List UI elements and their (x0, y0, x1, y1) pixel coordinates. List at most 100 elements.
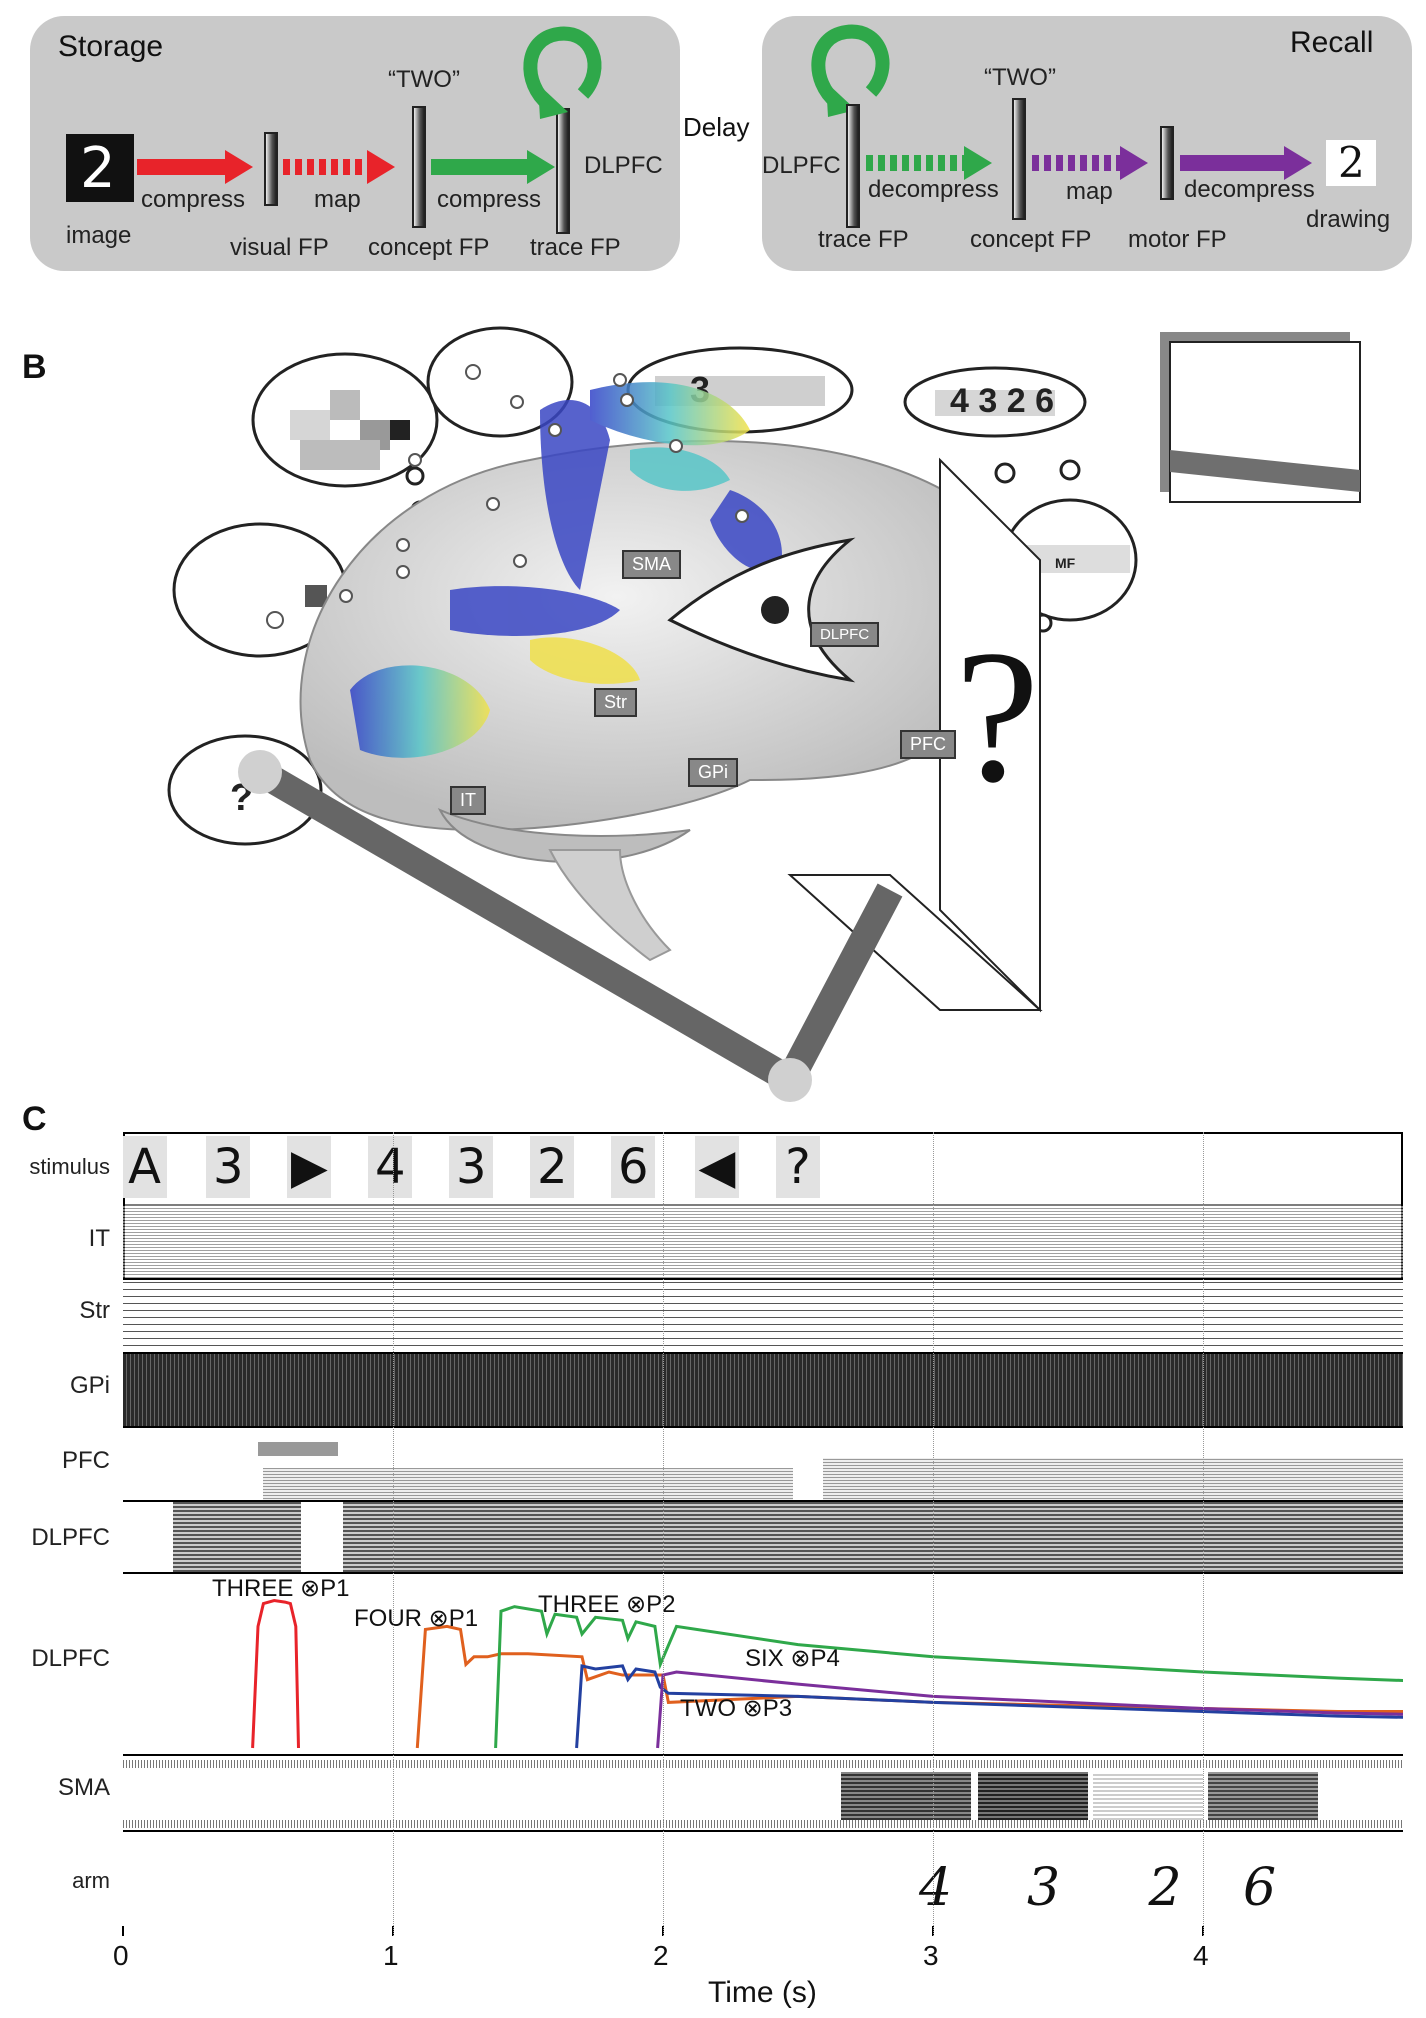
visual-fp-label: visual FP (230, 234, 329, 261)
x-tick-label: 4 (1193, 1940, 1209, 1971)
raster-str (123, 1278, 1403, 1352)
row-label-dlpfc-trace: DLPFC (31, 1645, 110, 1672)
map-arrow-recall (1032, 146, 1148, 180)
trace-fp-bar-recall (846, 104, 860, 228)
trace-line (415, 1624, 1403, 1749)
eye-icon (667, 537, 856, 683)
map-label: map (314, 186, 361, 213)
stimulus-item: 3 (449, 1136, 494, 1198)
input-image: 2 (66, 134, 134, 202)
decompress-arrow-1 (866, 146, 992, 180)
arm-row (123, 1830, 1403, 1936)
stimulus-item: A (122, 1136, 167, 1198)
motor-fp-bar (1160, 126, 1174, 200)
ann-three-p2: THREE ⊗P2 (538, 1591, 676, 1618)
x-gridline (933, 1132, 934, 1936)
stimulus-item: ? (776, 1136, 820, 1198)
x-gridline (1203, 1132, 1204, 1936)
region-label-pfc: PFC (900, 730, 956, 759)
delay-label: Delay (683, 112, 750, 142)
compress-label-2: compress (437, 186, 542, 213)
panel-c-letter: C (22, 1100, 47, 1138)
raster-sma (123, 1754, 1403, 1830)
brainstem (548, 849, 672, 962)
drawing-label: drawing (1306, 206, 1391, 233)
ann-six-p4: SIX ⊗P4 (745, 1645, 840, 1672)
x-axis-label: Time (s) (708, 1976, 817, 2009)
x-tick-label: 2 (653, 1940, 669, 1971)
raster-it (123, 1204, 1403, 1278)
x-tick-label: 1 (383, 1940, 399, 1971)
x-tick-label: 0 (113, 1940, 129, 1971)
x-gridline (393, 1132, 394, 1936)
region-label-dlpfc: DLPFC (810, 622, 880, 647)
trace-line (494, 1605, 1403, 1749)
row-label-stimulus: stimulus (29, 1154, 110, 1179)
row-label-str: Str (79, 1297, 110, 1324)
raster-pfc (123, 1426, 1403, 1500)
trace-line (575, 1664, 1403, 1749)
brain-illustration: 3 4 3 2 6 MF ? ? (167, 326, 1361, 1102)
dlpfc-trace-svg (251, 1599, 1403, 1749)
concept-fp-label-recall: concept FP (970, 226, 1092, 253)
raster-gpi (123, 1352, 1403, 1426)
cerebellum (437, 808, 691, 863)
input-digit: 2 (80, 136, 116, 201)
compress-label-1: compress (141, 186, 246, 213)
drawing-digit: 2 (1338, 138, 1365, 187)
panel-b-letter: B (22, 348, 47, 386)
dlpfc-label-recall: DLPFC (762, 152, 841, 179)
recall-title: Recall (1290, 26, 1374, 59)
map-label-recall: map (1066, 178, 1113, 205)
region-label-sma: SMA (622, 550, 682, 579)
row-label-gpi: GPi (69, 1372, 110, 1399)
ann-two-p3: TWO ⊗P3 (680, 1695, 793, 1722)
raster-dlpfc (123, 1500, 1403, 1572)
trace-fp-bar (556, 108, 570, 234)
region-label-it: IT (450, 786, 486, 815)
region-label-str: Str (594, 688, 638, 717)
decompress-label-1: decompress (868, 176, 999, 203)
row-label-sma: SMA (57, 1774, 110, 1801)
image-label: image (66, 222, 132, 249)
row-label-dlpfc-raster: DLPFC (31, 1524, 110, 1551)
stimulus-item: 6 (611, 1136, 656, 1198)
two-label: “TWO” (388, 66, 460, 93)
recurrent-loop-icon (523, 26, 602, 119)
screen-question: ? (955, 612, 1039, 822)
recall-panel (762, 16, 1412, 271)
row-label-arm: arm (72, 1868, 110, 1893)
screen-floor (787, 874, 1043, 1011)
arm-digit: 6 (1243, 1858, 1277, 1918)
ann-three-p1: THREE ⊗P1 (212, 1575, 350, 1602)
decompress-arrow-2 (1180, 146, 1312, 180)
stimulus-item: 4 (368, 1136, 413, 1198)
thought-mf: MF (1055, 555, 1076, 571)
storage-panel (30, 16, 680, 271)
decompress-label-2: decompress (1184, 176, 1315, 203)
brain-shape (299, 439, 1003, 832)
concept-fp-label: concept FP (368, 234, 490, 261)
trace-line (251, 1599, 300, 1749)
dlpfc-trace-plot (123, 1572, 1403, 1754)
row-label-it: IT (88, 1225, 110, 1252)
motor-fp-label: motor FP (1128, 226, 1227, 253)
electrode-dots (266, 364, 749, 629)
arm-digit: 2 (1148, 1858, 1182, 1918)
compress-arrow-2 (431, 150, 555, 184)
x-gridline (663, 1132, 664, 1936)
stimulus-item: ◀ (695, 1136, 739, 1198)
x-tick-label: 3 (923, 1940, 939, 1971)
stimulus-item: 2 (530, 1136, 575, 1198)
thought-seq: 4 3 2 6 (950, 382, 1054, 420)
arm-digit: 4 (919, 1858, 953, 1918)
arm-digit: 3 (1027, 1858, 1061, 1918)
stimulus-item: ▶ (287, 1136, 332, 1198)
compress-arrow-1 (137, 150, 253, 184)
map-arrow (283, 150, 395, 184)
storage-title: Storage (58, 30, 164, 63)
stimulus-item: 3 (206, 1136, 251, 1198)
visual-fp-bar (264, 132, 278, 206)
concept-fp-bar-recall (1012, 98, 1026, 220)
trace-fp-label-recall: trace FP (818, 226, 909, 253)
